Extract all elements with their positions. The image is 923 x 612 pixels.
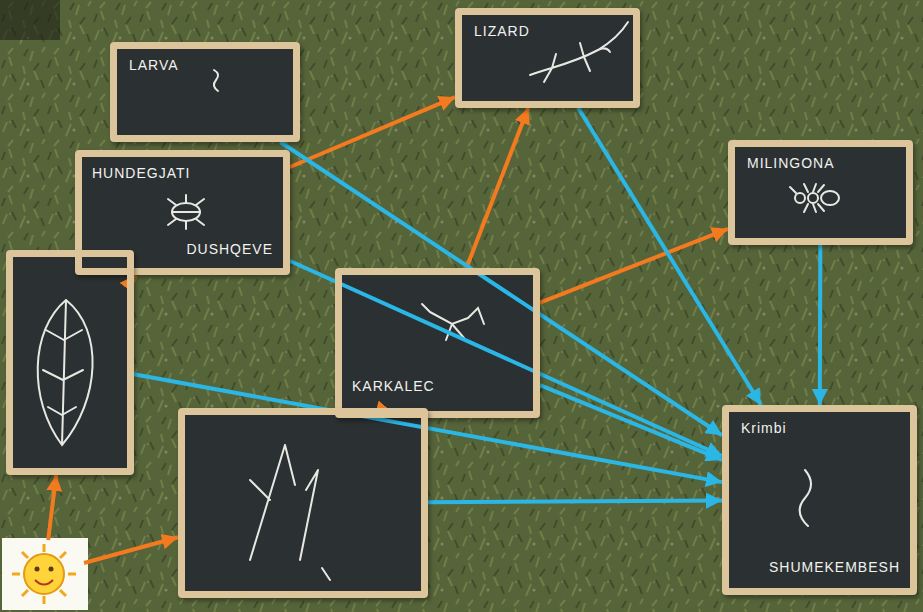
sun-rays bbox=[12, 544, 76, 604]
ant-legs bbox=[790, 184, 824, 212]
chalkboard: KARKALEC bbox=[335, 268, 540, 418]
chalk-label: KARKALEC bbox=[352, 378, 435, 395]
larva-drawing bbox=[214, 70, 218, 91]
sun-node bbox=[4, 540, 84, 608]
food-chain-arrow bbox=[290, 97, 455, 167]
slates bbox=[6, 8, 917, 598]
lizard-drawing bbox=[530, 22, 628, 82]
sun-disc bbox=[24, 554, 64, 594]
food-chain-arrow bbox=[134, 374, 722, 482]
ant-abdomen bbox=[821, 191, 839, 205]
ant-head bbox=[795, 193, 805, 203]
chalk-label: LARVA bbox=[129, 57, 179, 74]
slate bbox=[455, 8, 640, 108]
slate bbox=[728, 140, 913, 245]
chalkboard: KrimbiSHUMEKEMBESH bbox=[722, 405, 917, 595]
chalk-label: SHUMEKEMBESH bbox=[769, 559, 900, 576]
sun-smile bbox=[35, 580, 53, 585]
chalk-label: Krimbi bbox=[741, 420, 787, 437]
food-chain-arrow bbox=[134, 275, 136, 277]
food-chain-arrow bbox=[290, 261, 722, 456]
food-chain-arrow bbox=[48, 475, 56, 540]
chalk-label: HUNDEGJATI bbox=[92, 165, 190, 182]
slate bbox=[722, 405, 917, 595]
chalkboard bbox=[6, 250, 134, 475]
food-chain-arrow bbox=[428, 501, 722, 503]
chalk-label: LIZARD bbox=[474, 23, 530, 40]
chalkboard: LIZARD bbox=[455, 8, 640, 108]
shadow bbox=[0, 0, 60, 40]
chalkboard bbox=[178, 408, 428, 598]
slate bbox=[110, 42, 300, 142]
slate bbox=[6, 250, 134, 475]
sun-eye bbox=[49, 567, 54, 572]
sun-eye bbox=[35, 567, 40, 572]
chalk-label: MILINGONA bbox=[747, 155, 835, 172]
chalk-drawings bbox=[38, 22, 839, 580]
slate bbox=[335, 268, 540, 418]
chalkboard: MILINGONA bbox=[728, 140, 913, 245]
food-chain-arrow bbox=[84, 537, 178, 563]
sun-icon bbox=[2, 538, 88, 610]
sun-ground bbox=[2, 538, 88, 610]
food-chain-arrow bbox=[540, 229, 728, 303]
ant-body bbox=[808, 193, 818, 203]
grasshopper-drawing bbox=[422, 304, 484, 340]
food-chain-arrow bbox=[818, 245, 823, 405]
food-chain-arrow bbox=[466, 108, 528, 268]
grass-drawing bbox=[250, 445, 330, 580]
worm-drawing bbox=[800, 470, 811, 526]
slate bbox=[178, 408, 428, 598]
food-chain-arrow bbox=[540, 385, 722, 460]
leaf-drawing bbox=[38, 300, 93, 445]
chalkboard: LARVA bbox=[110, 42, 300, 142]
food-chain-arrow bbox=[280, 142, 722, 435]
chalk-label: DUSHQEVE bbox=[186, 241, 273, 258]
beetle-legs bbox=[168, 195, 204, 229]
